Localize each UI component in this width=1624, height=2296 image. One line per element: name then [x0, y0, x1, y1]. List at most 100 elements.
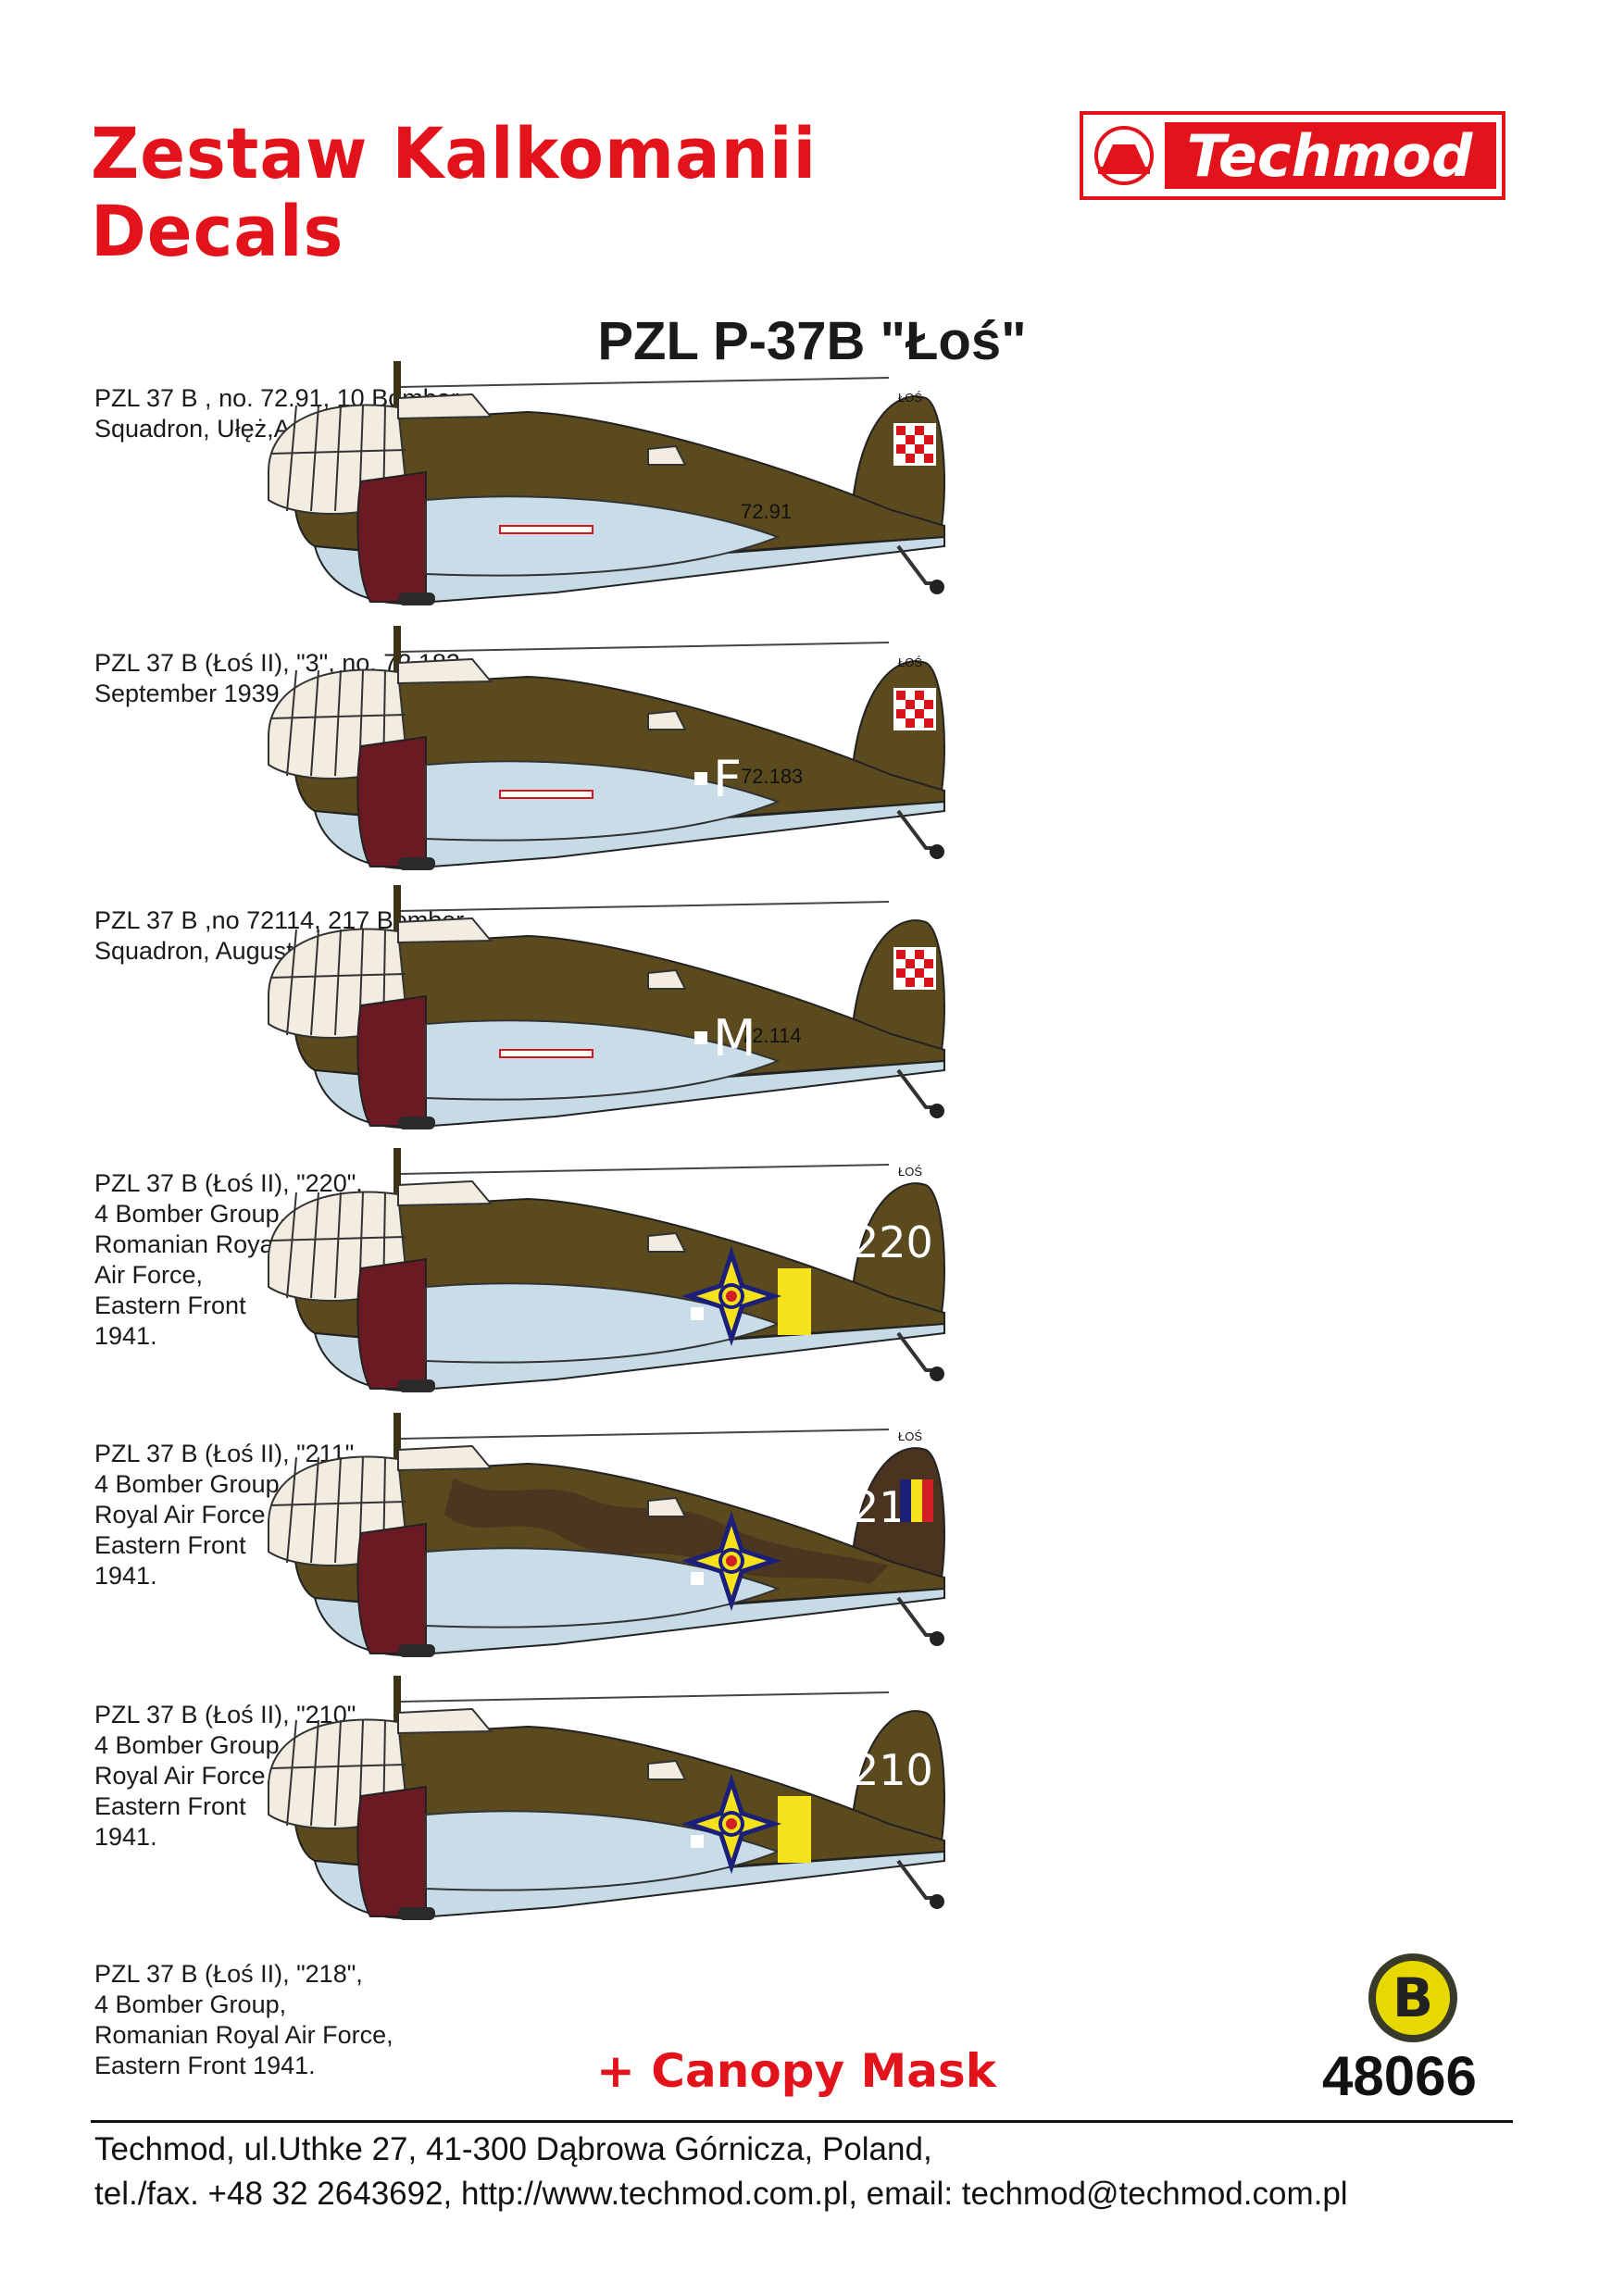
- romanian-cross-roundel-icon: [681, 1510, 782, 1612]
- serial-number: 72.91: [741, 500, 792, 523]
- header-title-line1: Zestaw Kalkomanii: [91, 112, 818, 195]
- tail-wheel-strut: [896, 1859, 935, 1900]
- cockpit-canopy: [397, 1179, 493, 1207]
- fuselage-marker: [691, 1835, 704, 1848]
- nose-frame: [269, 1236, 406, 1242]
- underwing-marking: [499, 525, 593, 534]
- header-title-line2: Decals: [91, 190, 344, 273]
- logo-emblem-icon: [1094, 126, 1154, 185]
- sheet-letter: B: [1376, 1961, 1450, 2035]
- nose-frame: [286, 929, 297, 1036]
- serial-number: 72.183: [741, 765, 803, 788]
- underwing-marking: [499, 790, 593, 799]
- antenna-wire: [399, 1691, 890, 1703]
- nose-frame: [286, 1192, 297, 1299]
- sheet-letter-badge: B: [1368, 1953, 1457, 2042]
- gunner-canopy: [647, 444, 687, 466]
- tail-wheel-strut: [896, 1596, 935, 1637]
- tail-code-label: ŁOŚ: [898, 655, 922, 669]
- engine-cowling: [356, 1785, 427, 1917]
- wing-nacelle: [425, 1547, 781, 1628]
- nose-frame: [269, 449, 406, 455]
- nose-frame: [286, 1456, 297, 1564]
- aircraft-profile-1: ŁOŚ 72.91: [268, 361, 945, 605]
- engine-cowling: [356, 470, 427, 603]
- variant-caption-5: PZL 37 B (Łoś II), "211",4 Bomber Group,…: [94, 1440, 361, 1590]
- gunner-canopy: [647, 1759, 687, 1780]
- engine-cowling: [356, 1257, 427, 1390]
- tail-code-label: ŁOŚ: [898, 1165, 922, 1179]
- wing-nacelle: [425, 1019, 781, 1101]
- nose-frame: [334, 929, 342, 1036]
- underwing-marking: [499, 1049, 593, 1058]
- tail-wheel-strut: [896, 1331, 935, 1372]
- gunner-canopy: [647, 968, 687, 990]
- antenna-wire: [399, 1164, 890, 1175]
- variant-caption-2: PZL 37 B (Łoś II), "3", no. 72.183,Septe…: [94, 649, 468, 707]
- fuselage-marker: [691, 1307, 704, 1320]
- tail-code-label: ŁOŚ: [898, 391, 922, 405]
- nose-frame: [269, 714, 406, 719]
- antenna-mast: [394, 1148, 401, 1204]
- polish-checkerboard-icon: [893, 947, 936, 990]
- footer-address: Techmod, ul.Uthke 27, 41-300 Dąbrowa Gór…: [94, 2131, 932, 2167]
- engine-cowling: [356, 1522, 427, 1654]
- antenna-wire: [399, 901, 890, 912]
- tail-fin: [850, 1710, 945, 1853]
- antenna-wire: [399, 1429, 890, 1440]
- nose-frame: [286, 1719, 297, 1827]
- gunner-canopy: [647, 709, 687, 730]
- yellow-identification-band: [778, 1796, 811, 1863]
- tail-wheel: [930, 844, 944, 859]
- romanian-cross-roundel-icon: [681, 1773, 782, 1875]
- antenna-mast: [394, 361, 401, 417]
- tail-fin: [850, 1182, 945, 1325]
- nose-frame: [269, 973, 406, 979]
- variant-caption-6: PZL 37 B (Łoś II), "210",4 Bomber Group,…: [94, 1701, 363, 1851]
- canopy-mask-label: + Canopy Mask: [596, 2044, 996, 2098]
- nose-frame: [334, 405, 342, 512]
- tail-code-label: ŁOŚ: [898, 1429, 922, 1443]
- antenna-wire: [399, 377, 890, 388]
- cockpit-canopy: [397, 1707, 493, 1735]
- main-gear: [398, 593, 435, 605]
- wing-nacelle: [425, 495, 781, 577]
- tail-number: 220: [852, 1217, 933, 1267]
- tail-wheel: [930, 1631, 944, 1646]
- polish-checkerboard-icon: [893, 688, 936, 730]
- cockpit-canopy: [397, 657, 493, 685]
- antenna-mast: [394, 1676, 401, 1731]
- antenna-mast: [394, 885, 401, 941]
- tail-wheel-strut: [896, 544, 935, 585]
- cockpit-canopy: [397, 393, 493, 420]
- fuselage-letter: M: [713, 1009, 756, 1067]
- tricolor-red: [922, 1479, 933, 1522]
- wing-nacelle: [425, 760, 781, 842]
- yellow-identification-band: [778, 1268, 811, 1335]
- fuselage-letter: F: [713, 750, 742, 808]
- footer-contact: tel./fax. +48 32 2643692, http://www.tec…: [94, 2176, 1348, 2212]
- aircraft-profile-6: 210: [268, 1676, 945, 1920]
- tail-number: 210: [852, 1745, 933, 1795]
- engine-cowling: [356, 735, 427, 867]
- polish-checkerboard-icon: [893, 423, 936, 466]
- nose-frame: [334, 669, 342, 777]
- nose-frame: [310, 405, 319, 512]
- antenna-wire: [399, 642, 890, 653]
- cockpit-canopy: [397, 1444, 493, 1472]
- nose-frame: [334, 1719, 342, 1827]
- gunner-canopy: [647, 1231, 687, 1253]
- nose-frame: [286, 405, 297, 512]
- techmod-logo: Techmod: [1080, 111, 1505, 200]
- romanian-cross-roundel-icon: [681, 1245, 782, 1347]
- aircraft-profile-4: 220 ŁOŚ: [268, 1148, 945, 1392]
- logo-text: Techmod: [1187, 122, 1473, 190]
- tail-wheel-strut: [896, 809, 935, 850]
- antenna-mast: [394, 1413, 401, 1468]
- nose-frame: [269, 1501, 406, 1506]
- wing-nacelle: [425, 1810, 781, 1891]
- footer-divider: [91, 2120, 1513, 2123]
